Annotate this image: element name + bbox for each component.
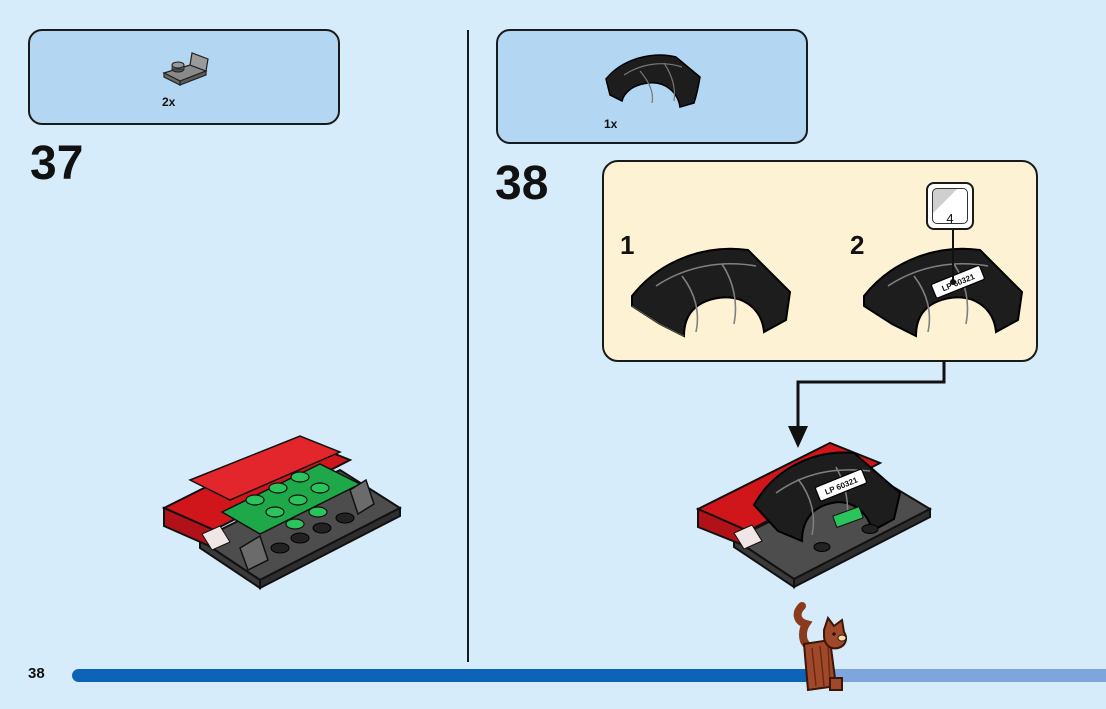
step-37-model-image [160, 430, 405, 590]
progress-bar-fill [72, 669, 816, 682]
substep-2-slope-image: LP 60321 [858, 240, 1028, 350]
sticker-sheet-indicator: 4 [926, 182, 974, 230]
bracket-plate-part-icon [160, 51, 220, 91]
part-quantity: 1x [604, 117, 617, 131]
page-number: 38 [28, 665, 45, 682]
substep-1-slope-image [626, 240, 796, 350]
sticker-number: 4 [928, 211, 972, 226]
step-38-parts-box: 1x [496, 29, 808, 144]
cat-figure-icon [790, 600, 856, 694]
step-number-37: 37 [30, 140, 83, 188]
step-37-parts-box: 2x [28, 29, 340, 125]
step-38-model-image: LP 60321 [694, 435, 934, 585]
step-divider [467, 30, 469, 662]
curved-slope-part-icon [602, 49, 706, 111]
progress-bar [72, 669, 1106, 682]
sticker-leader-line [945, 230, 961, 286]
part-quantity: 2x [162, 95, 175, 109]
step-number-38: 38 [495, 160, 548, 208]
